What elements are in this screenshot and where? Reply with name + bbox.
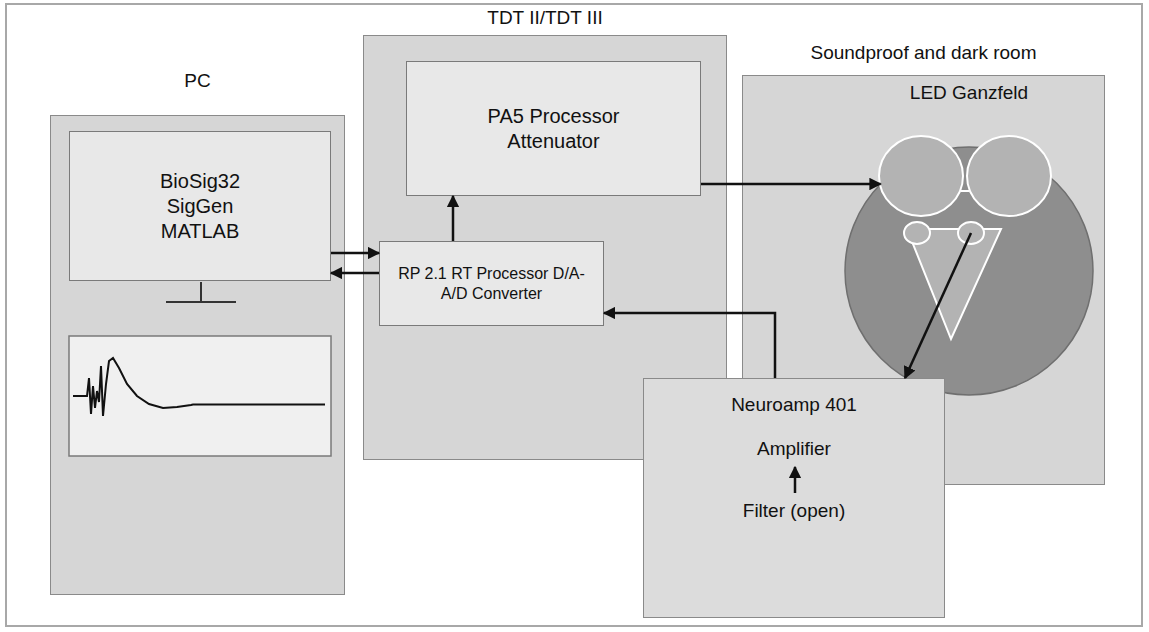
rat-head (907, 229, 1001, 339)
amplifier-box: Neuroamp 401AmplifierFilter (open) (643, 378, 945, 618)
box-label: Filter (open) (644, 499, 944, 523)
box-label: BioSig32 SigGen MATLAB (145, 169, 255, 244)
erg-waveform (73, 358, 325, 416)
ganzfeld-circle: LED Ganzfeld (844, 79, 1094, 396)
signal-connector (452, 196, 455, 241)
panel-heading: Soundproof and dark room (743, 42, 1104, 64)
panel-heading: PC (51, 70, 344, 92)
filter-to-amp-arrow (794, 467, 797, 493)
rat-ear (967, 136, 1051, 216)
rat-ear (879, 136, 963, 216)
signal-connector (604, 313, 775, 378)
signal-connector (701, 183, 881, 186)
box-label: LED Ganzfeld (844, 79, 1094, 105)
pc-panel: PCBioSig32 SigGen MATLAB (50, 115, 345, 595)
signal-connector (331, 252, 379, 255)
panel-heading: TDT II/TDT III (364, 7, 726, 29)
rat-brow (961, 190, 969, 192)
waveform-screen (69, 336, 331, 456)
signal-connector (905, 233, 971, 378)
ganzfeld-illustration (844, 79, 1094, 396)
rat-eye (958, 222, 984, 244)
monitor-base (166, 301, 236, 303)
box-label: Neuroamp 401 (644, 393, 944, 417)
monitor-stand (200, 282, 202, 302)
attenuator-box: PA5 Processor Attenuator (406, 61, 701, 196)
box-label: RP 2.1 RT Processor D/A-A/D Converter (397, 264, 587, 304)
software-box: BioSig32 SigGen MATLAB (69, 131, 331, 281)
box-label: PA5 Processor Attenuator (469, 104, 639, 154)
box-label: Amplifier (644, 437, 944, 461)
rat-eye (904, 222, 930, 244)
processor-box: RP 2.1 RT Processor D/A-A/D Converter (379, 241, 604, 326)
signal-connector (331, 272, 379, 275)
outer-frame (6, 4, 1142, 626)
